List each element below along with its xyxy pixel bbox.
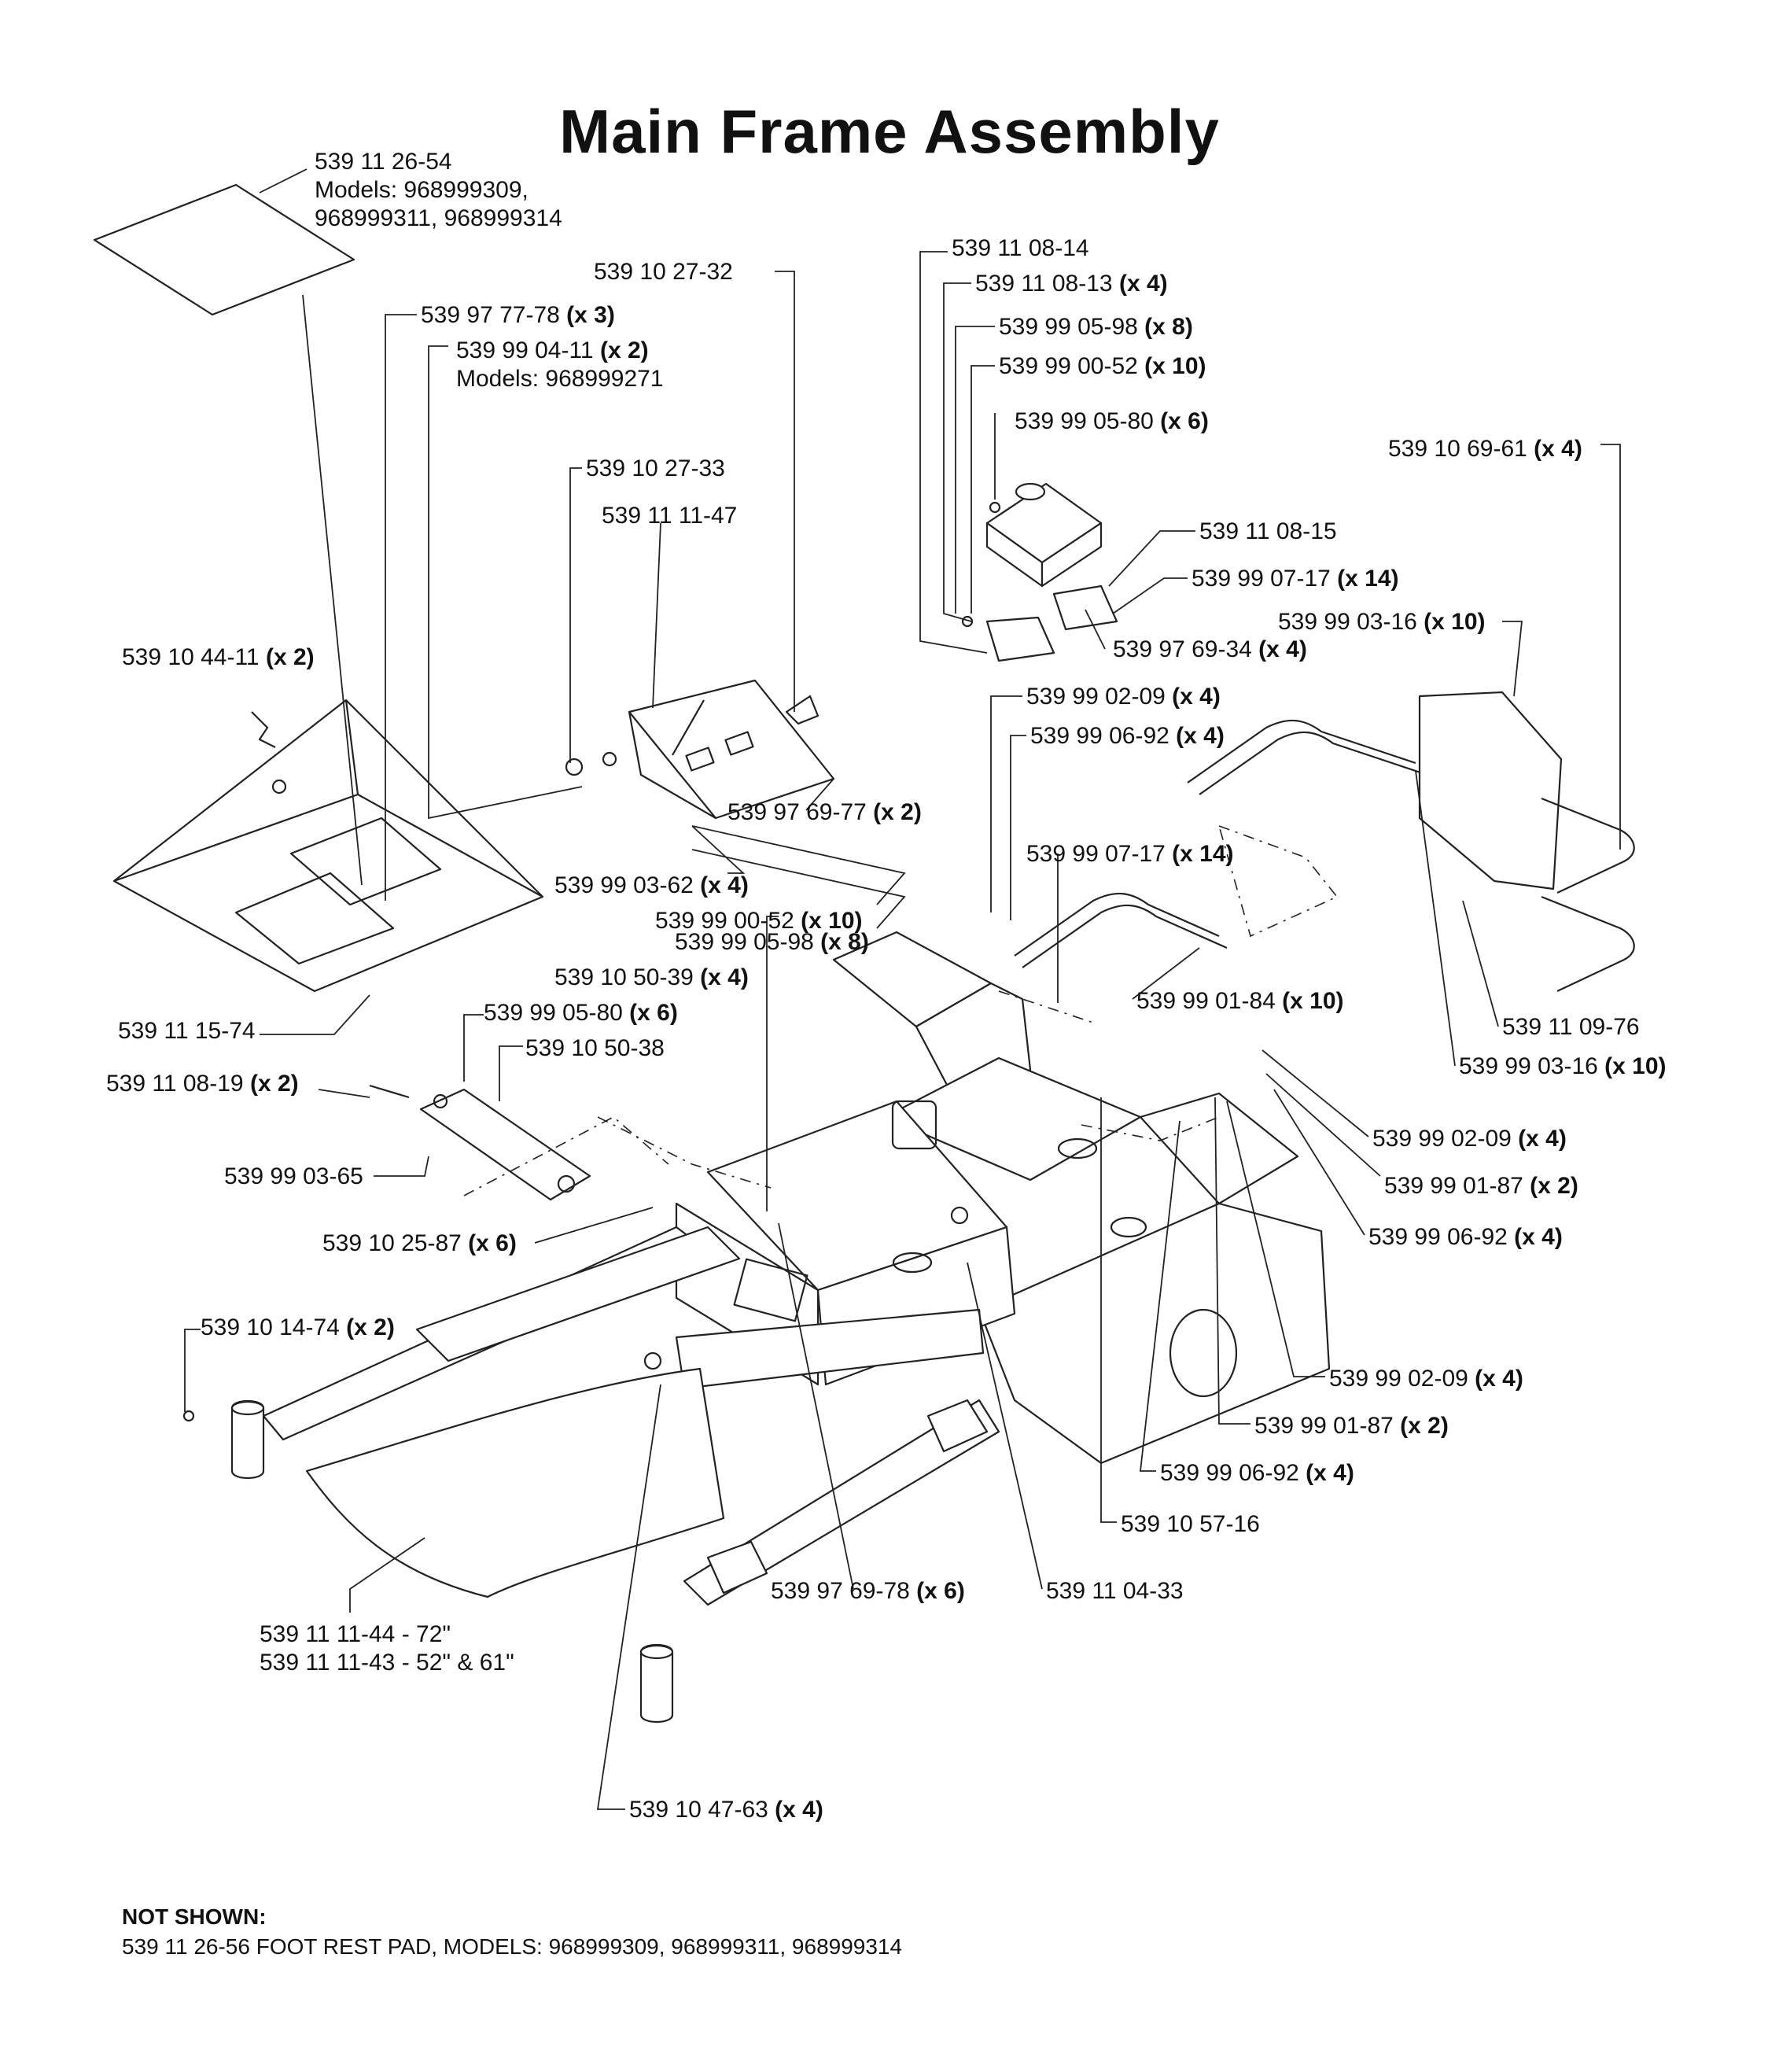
callout-539-99-07-17-top: 539 99 07-17 (x 14) xyxy=(1192,566,1399,592)
callout-539-10-50-39: 539 10 50-39 (x 4) xyxy=(554,964,749,990)
callout-539-99-05-80-left: 539 99 05-80 (x 6) xyxy=(484,1000,678,1026)
callout-539-97-69-34: 539 97 69-34 (x 4) xyxy=(1113,636,1307,662)
callout-539-11-08-13: 539 11 08-13 (x 4) xyxy=(975,271,1168,297)
callout-539-10-57-16: 539 10 57-16 xyxy=(1121,1511,1260,1537)
callout-539-99-00-52-top: 539 99 00-52 (x 10) xyxy=(999,353,1206,379)
control-bracket-part xyxy=(565,679,835,820)
callout-539-97-77-78: 539 97 77-78 (x 3) xyxy=(421,302,615,328)
callout-539-10-27-32: 539 10 27-32 xyxy=(594,259,733,285)
callout-539-99-04-11: 539 99 04-11 (x 2) Models: 968999271 xyxy=(456,337,664,392)
callout-539-11-09-76: 539 11 09-76 xyxy=(1502,1014,1640,1040)
callout-539-99-03-65: 539 99 03-65 xyxy=(224,1163,363,1189)
floor-pan-part xyxy=(112,699,544,993)
callout-539-10-50-38: 539 10 50-38 xyxy=(525,1035,665,1061)
callout-539-11-26-54: 539 11 26-54 Models: 968999309, 96899931… xyxy=(315,149,562,231)
leader-lines xyxy=(184,168,1621,1810)
callout-539-11-08-15: 539 11 08-15 xyxy=(1199,518,1337,544)
callout-539-99-03-16-top: 539 99 03-16 (x 10) xyxy=(1278,609,1486,635)
callout-539-11-04-33: 539 11 04-33 xyxy=(1046,1578,1184,1604)
callout-539-99-03-16-right: 539 99 03-16 (x 10) xyxy=(1459,1053,1667,1079)
callout-539-99-01-87-right: 539 99 01-87 (x 2) xyxy=(1384,1173,1578,1199)
callout-539-99-05-98-top: 539 99 05-98 (x 8) xyxy=(999,314,1193,340)
callout-539-99-05-98-left: 539 99 05-98 (x 8) xyxy=(675,929,869,955)
foot-rest-pad-part xyxy=(93,183,355,316)
callout-539-99-02-09-right: 539 99 02-09 (x 4) xyxy=(1372,1126,1567,1152)
not-shown-note: NOT SHOWN: 539 11 26-56 FOOT REST PAD, M… xyxy=(122,1902,902,1962)
callout-539-99-02-09-lower: 539 99 02-09 (x 4) xyxy=(1329,1366,1523,1392)
not-shown-heading: NOT SHOWN: xyxy=(122,1904,267,1929)
callout-539-10-27-33: 539 10 27-33 xyxy=(586,455,725,481)
callout-539-10-25-87: 539 10 25-87 (x 6) xyxy=(322,1230,517,1256)
callout-539-97-69-78: 539 97 69-78 (x 6) xyxy=(771,1578,965,1604)
callout-539-11-08-19: 539 11 08-19 (x 2) xyxy=(106,1071,299,1097)
callout-539-10-69-61: 539 10 69-61 (x 4) xyxy=(1388,436,1582,462)
callout-539-11-08-14: 539 11 08-14 xyxy=(952,235,1089,261)
callout-539-11-15-74: 539 11 15-74 xyxy=(118,1018,256,1044)
callout-539-99-01-87-lower: 539 99 01-87 (x 2) xyxy=(1254,1413,1449,1439)
front-axle-part xyxy=(182,1226,1000,1724)
callout-539-10-47-63: 539 10 47-63 (x 4) xyxy=(629,1797,823,1823)
pump-mount-plate-part xyxy=(369,1084,669,1201)
page-title: Main Frame Assembly xyxy=(559,97,1220,167)
callout-539-99-06-92-top: 539 99 06-92 (x 4) xyxy=(1030,723,1225,749)
callout-539-11-11-47: 539 11 11-47 xyxy=(602,503,738,529)
callout-539-10-14-74: 539 10 14-74 (x 2) xyxy=(201,1314,395,1340)
callout-539-99-07-17-mid: 539 99 07-17 (x 14) xyxy=(1026,841,1234,867)
not-shown-line: 539 11 26-56 FOOT REST PAD, MODELS: 9689… xyxy=(122,1934,903,1959)
callout-539-99-06-92-lower: 539 99 06-92 (x 4) xyxy=(1160,1460,1354,1486)
seat-mount-bars-part xyxy=(1014,691,1635,992)
callout-539-99-03-62: 539 99 03-62 (x 4) xyxy=(554,872,749,898)
callout-539-99-06-92-right: 539 99 06-92 (x 4) xyxy=(1368,1224,1563,1250)
callout-539-99-01-84: 539 99 01-84 (x 10) xyxy=(1136,988,1344,1014)
callout-539-11-11-44: 539 11 11-44 - 72" 539 11 11-43 - 52" & … xyxy=(260,1621,514,1676)
callout-539-99-05-80-top: 539 99 05-80 (x 6) xyxy=(1015,408,1209,434)
callout-539-10-44-11: 539 10 44-11 (x 2) xyxy=(122,644,315,670)
callout-539-99-00-52-left: 539 99 00-52 (x 10) xyxy=(655,908,863,934)
fuel-tank-part xyxy=(961,482,1118,662)
callout-539-97-69-77: 539 97 69-77 (x 2) xyxy=(727,799,922,825)
callout-539-99-02-09-top: 539 99 02-09 (x 4) xyxy=(1026,684,1221,710)
